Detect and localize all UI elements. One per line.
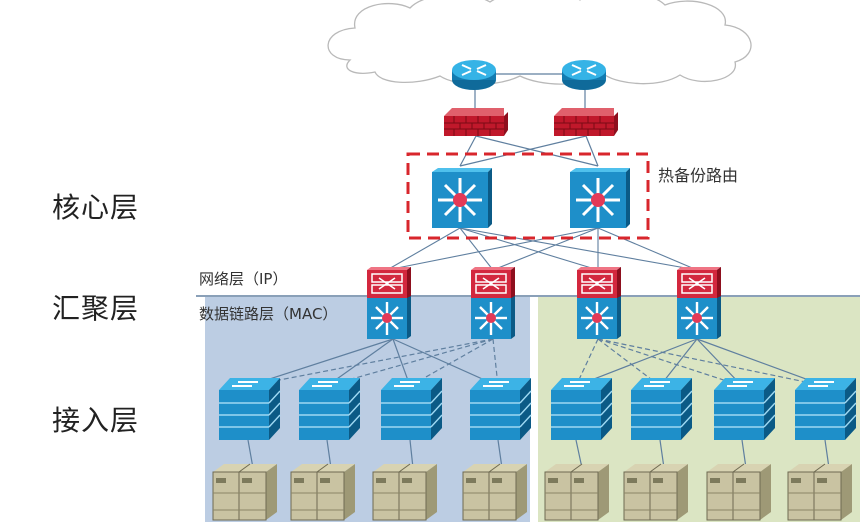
access-switch-icon <box>380 377 443 441</box>
firewall-icon <box>553 107 619 137</box>
network-layer-label: 网络层（IP） <box>199 270 288 288</box>
server-icon <box>544 463 610 521</box>
access-switch-icon <box>550 377 613 441</box>
server-icon <box>372 463 438 521</box>
core-switch-icon <box>568 166 632 230</box>
links-firewall-core <box>459 135 599 167</box>
links-dist-access-left-standby <box>247 338 499 387</box>
hot-standby-label: 热备份路由 <box>658 166 739 185</box>
router-icon <box>561 59 607 91</box>
server-icon <box>462 463 528 521</box>
server-icon <box>212 463 278 521</box>
server-icon <box>706 463 772 521</box>
server-icon <box>290 463 356 521</box>
datalink-layer-label: 数据链路层（MAC） <box>199 305 338 323</box>
access-switch-icon <box>469 377 532 441</box>
distribution-layer-label: 汇聚层 <box>52 292 140 325</box>
access-switch-icon <box>298 377 361 441</box>
router-icon <box>451 59 497 91</box>
core-layer-label: 核心层 <box>52 191 140 224</box>
distribution-switch-icon <box>575 265 623 341</box>
distribution-switch-icon <box>469 265 517 341</box>
access-switch-icon <box>794 377 857 441</box>
hot-standby-highlight-box <box>406 152 650 240</box>
distribution-switch-icon <box>365 265 413 341</box>
layer-divider-line <box>196 295 860 297</box>
access-switch-icon <box>630 377 693 441</box>
internet-cloud <box>327 0 752 85</box>
access-switch-icon <box>713 377 776 441</box>
firewall-icon <box>443 107 509 137</box>
distribution-switch-icon <box>675 265 723 341</box>
links-dist-access-right <box>575 338 826 387</box>
links-dist-access-right-standby <box>575 338 826 387</box>
access-switch-icon <box>218 377 281 441</box>
server-icon <box>623 463 689 521</box>
server-icon <box>787 463 853 521</box>
core-switch-icon <box>430 166 494 230</box>
links-core-distribution <box>386 227 698 271</box>
links-access-server <box>247 439 830 469</box>
access-layer-label: 接入层 <box>52 404 140 437</box>
